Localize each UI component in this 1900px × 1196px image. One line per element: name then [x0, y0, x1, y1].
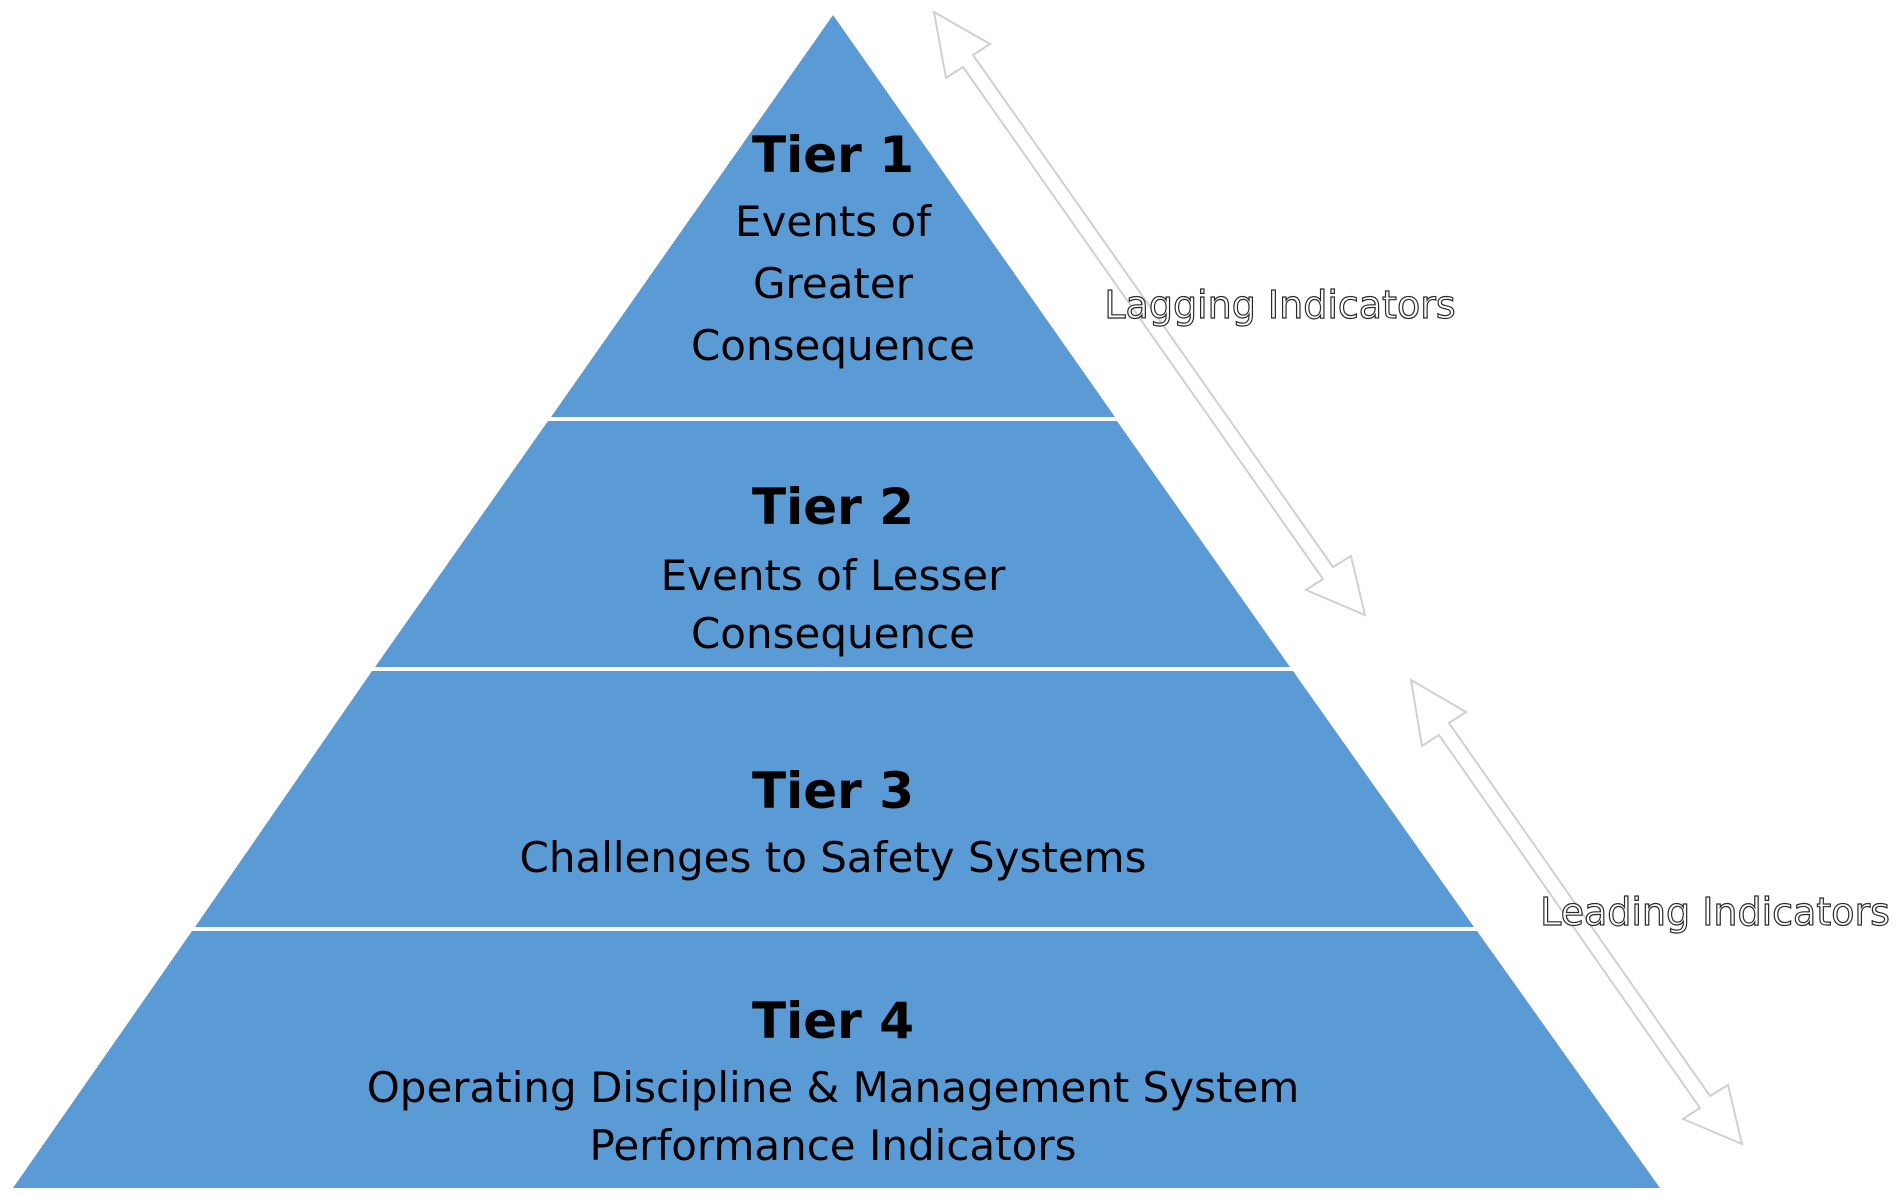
tier-4-label: Tier 4 Operating Discipline & Management…	[367, 992, 1300, 1170]
tier-2-band	[375, 421, 1290, 667]
tier-3-title: Tier 3	[752, 762, 914, 820]
tier-4-title: Tier 4	[752, 992, 914, 1050]
pyramid	[13, 15, 1660, 1188]
tier-2-desc-line-1: Events of Lesser	[661, 551, 1006, 600]
lagging-double-arrow-icon	[932, 10, 1367, 617]
leading-indicators-arrow: Leading Indicators	[1409, 678, 1891, 1146]
tier-4-desc-line-2: Performance Indicators	[590, 1121, 1077, 1170]
tier-1-band	[551, 15, 1115, 417]
lagging-indicators-label: Lagging Indicators	[1104, 283, 1455, 327]
tier-2-label: Tier 2 Events of Lesser Consequence	[661, 478, 1006, 658]
tier-3-label: Tier 3 Challenges to Safety Systems	[520, 762, 1147, 882]
lagging-indicators-arrow: Lagging Indicators	[932, 10, 1456, 617]
tier-2-title: Tier 2	[752, 478, 914, 536]
tier-1-desc-line-2: Greater	[753, 259, 914, 308]
tier-1-desc-line-3: Consequence	[691, 321, 975, 370]
leading-double-arrow-icon	[1409, 678, 1744, 1146]
tier-3-band	[195, 671, 1474, 927]
tier-4-desc-line-1: Operating Discipline & Management System	[367, 1063, 1300, 1112]
tier-3-desc-line-1: Challenges to Safety Systems	[520, 833, 1147, 882]
tier-1-label: Tier 1 Events of Greater Consequence	[691, 126, 975, 370]
leading-indicators-label: Leading Indicators	[1540, 890, 1890, 934]
tier-1-desc-line-1: Events of	[735, 197, 932, 246]
tier-1-title: Tier 1	[752, 126, 914, 184]
tier-2-desc-line-2: Consequence	[691, 609, 975, 658]
tier-4-band	[13, 931, 1660, 1188]
